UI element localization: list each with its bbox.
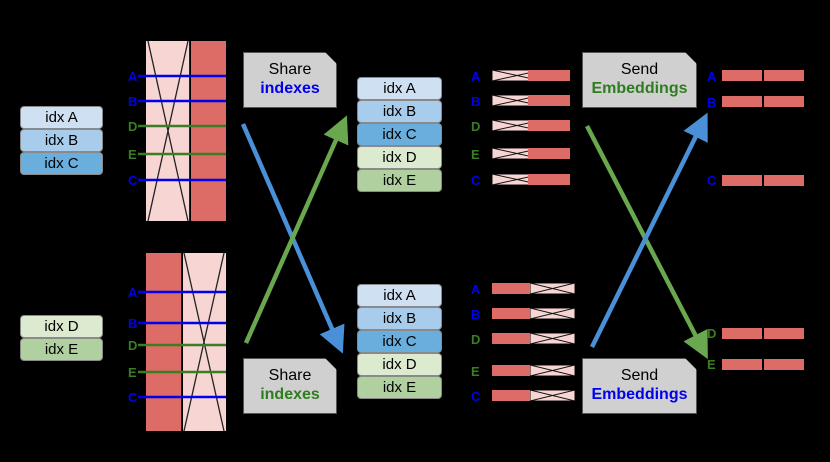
embedding-table-top-rowlines (138, 74, 226, 182)
table-segment-solid (191, 41, 226, 221)
note-line-2: indexes (260, 80, 320, 97)
row-label: A (128, 285, 138, 300)
row-label: E (471, 364, 480, 379)
result-bar-right (764, 175, 804, 186)
row-label: B (128, 94, 138, 109)
row-label: C (471, 173, 481, 188)
row-label: E (128, 365, 137, 380)
list-item[interactable]: idx E (357, 376, 442, 399)
note-line-1: Share (268, 61, 312, 79)
embedding-bar-solid (492, 283, 538, 294)
list-item[interactable]: idx B (357, 307, 442, 330)
result-bar-left (722, 359, 762, 370)
row-label: E (471, 147, 480, 162)
send-embeddings-note-bottom[interactable]: Send Embeddings (582, 358, 697, 414)
arrow-embedding-top-to-bottom (585, 124, 708, 360)
result-bar-left (722, 70, 762, 81)
note-line-2: Embeddings (591, 80, 688, 97)
row-label: A (471, 282, 481, 297)
row-label: D (707, 326, 717, 341)
embedding-table-top (146, 40, 226, 222)
row-label: C (128, 390, 138, 405)
result-bar-right (764, 96, 804, 107)
row-label: C (707, 173, 717, 188)
embedding-bar-solid (528, 148, 570, 159)
arrow-index-bottom-to-top (243, 115, 349, 344)
embedding-bar-hatched (530, 365, 575, 376)
row-label: B (128, 316, 138, 331)
list-item[interactable]: idx A (357, 77, 442, 100)
arrow-index-top-to-bottom (240, 123, 345, 354)
list-item[interactable]: idx C (20, 152, 103, 175)
embedding-bar-solid (492, 333, 538, 344)
embedding-bar-solid (492, 365, 538, 376)
list-item[interactable]: idx D (20, 315, 103, 338)
embedding-bar-hatched (530, 283, 575, 294)
list-item[interactable]: idx D (357, 146, 442, 169)
share-indexes-note-top[interactable]: Share indexes (243, 52, 337, 108)
row-label: B (471, 94, 481, 109)
embedding-bar-solid (528, 120, 570, 131)
folded-corner-icon (685, 52, 697, 64)
table-cross-lines (183, 252, 225, 432)
row-label: C (471, 389, 481, 404)
list-item[interactable]: idx A (357, 284, 442, 307)
result-bar-right (764, 359, 804, 370)
list-item[interactable]: idx B (357, 100, 442, 123)
embedding-bar-solid (492, 390, 538, 401)
table-cross-lines (147, 40, 189, 222)
list-item[interactable]: idx B (20, 129, 103, 152)
row-label: D (471, 332, 481, 347)
row-label: A (707, 69, 717, 84)
table-segment-solid (146, 253, 182, 431)
send-embeddings-note-top[interactable]: Send Embeddings (582, 52, 697, 108)
embedding-bar-hatched (530, 390, 575, 401)
embedding-bar-solid (528, 70, 570, 81)
row-label: D (128, 119, 138, 134)
row-label: D (471, 119, 481, 134)
note-line-2: Embeddings (591, 386, 688, 403)
embedding-bar-hatched (530, 333, 575, 344)
row-label: D (128, 338, 138, 353)
list-item[interactable]: idx A (20, 106, 103, 129)
row-label: E (128, 147, 137, 162)
embedding-table-bottom (146, 252, 226, 432)
row-label: B (471, 307, 481, 322)
note-line-1: Send (620, 367, 659, 385)
embedding-bar-solid (528, 95, 570, 106)
embedding-table-bottom-rowlines (138, 290, 226, 399)
folded-corner-icon (325, 358, 337, 370)
embedding-bar-solid (492, 308, 538, 319)
embedding-bar-solid (528, 174, 570, 185)
result-bar-right (764, 70, 804, 81)
share-indexes-note-bottom[interactable]: Share indexes (243, 358, 337, 414)
list-item[interactable]: idx C (357, 330, 442, 353)
result-bar-left (722, 328, 762, 339)
note-line-1: Send (620, 61, 659, 79)
note-line-2: indexes (260, 386, 320, 403)
list-item[interactable]: idx C (357, 123, 442, 146)
note-line-1: Share (268, 367, 312, 385)
row-label: E (707, 357, 716, 372)
result-bar-right (764, 328, 804, 339)
list-item[interactable]: idx E (357, 169, 442, 192)
row-label: A (128, 69, 138, 84)
row-label: C (128, 173, 138, 188)
row-label: A (471, 69, 481, 84)
result-bar-left (722, 96, 762, 107)
list-item[interactable]: idx E (20, 338, 103, 361)
list-item[interactable]: idx D (357, 353, 442, 376)
arrow-embedding-bottom-to-top (589, 112, 708, 348)
folded-corner-icon (685, 358, 697, 370)
folded-corner-icon (325, 52, 337, 64)
result-bar-left (722, 175, 762, 186)
row-label: B (707, 95, 717, 110)
embedding-bar-hatched (530, 308, 575, 319)
